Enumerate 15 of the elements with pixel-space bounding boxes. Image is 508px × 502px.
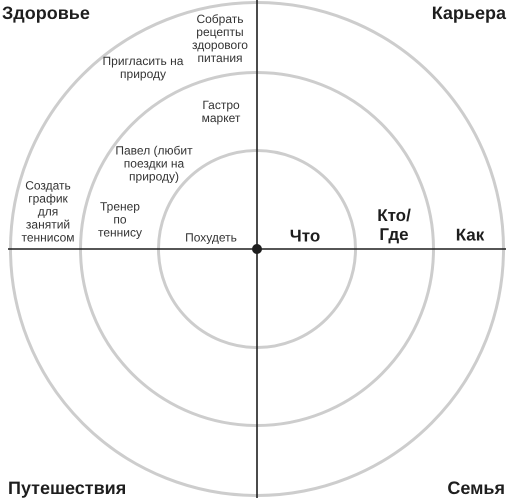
quadrant-title: Карьера xyxy=(432,3,506,23)
ring-title: Кто/ Где xyxy=(376,206,412,244)
goal-text: Создать график для занятий теннисом xyxy=(20,180,76,244)
goal-text: Гастро маркет xyxy=(200,99,242,125)
goal-text: Пригласить на природу xyxy=(102,55,184,81)
goal-text: Похудеть xyxy=(185,232,237,244)
quadrant-title: Семья xyxy=(447,478,505,498)
quadrant-title: Здоровье xyxy=(2,3,90,23)
goal-text: Собрать рецепты здорового питания xyxy=(191,13,249,65)
goal-text: Павел (любит поездки на природу) xyxy=(114,144,194,184)
goal-text: Тренер по теннису xyxy=(97,200,143,240)
quadrant-title: Путешествия xyxy=(8,478,126,498)
middle-circle xyxy=(79,71,435,427)
ring-title: Как xyxy=(456,226,484,244)
ring-title: Что xyxy=(290,226,320,246)
